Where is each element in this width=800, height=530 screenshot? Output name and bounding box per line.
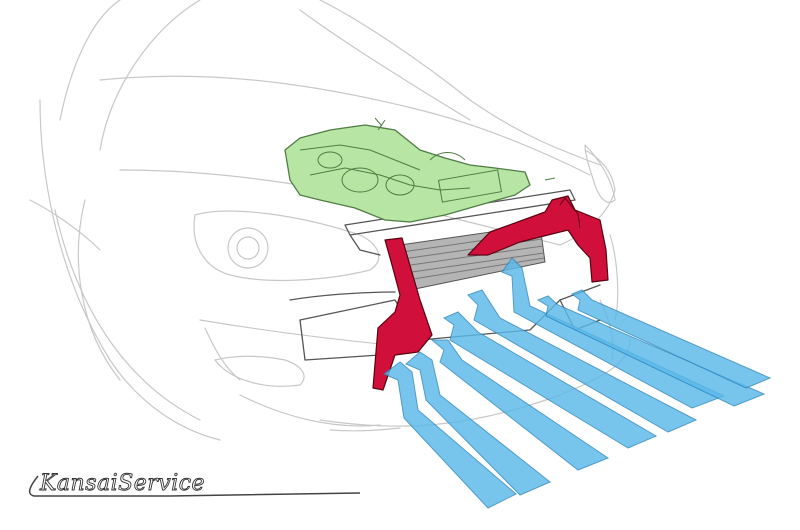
engine (284, 117, 556, 223)
air-guide-duct-left (372, 237, 433, 391)
airflow-arrows (383, 257, 772, 509)
airflow-arrow (570, 289, 772, 389)
airflow-arrow (405, 351, 551, 496)
air-guide-duct-right (467, 195, 609, 283)
airflow-arrow (430, 339, 610, 471)
brand-logo: KansaiService (28, 471, 361, 497)
airflow-arrow (467, 289, 698, 433)
airflow-arrow (383, 361, 517, 509)
brand-logo-text: KansaiService (39, 471, 205, 496)
airflow-arrow (442, 311, 658, 449)
